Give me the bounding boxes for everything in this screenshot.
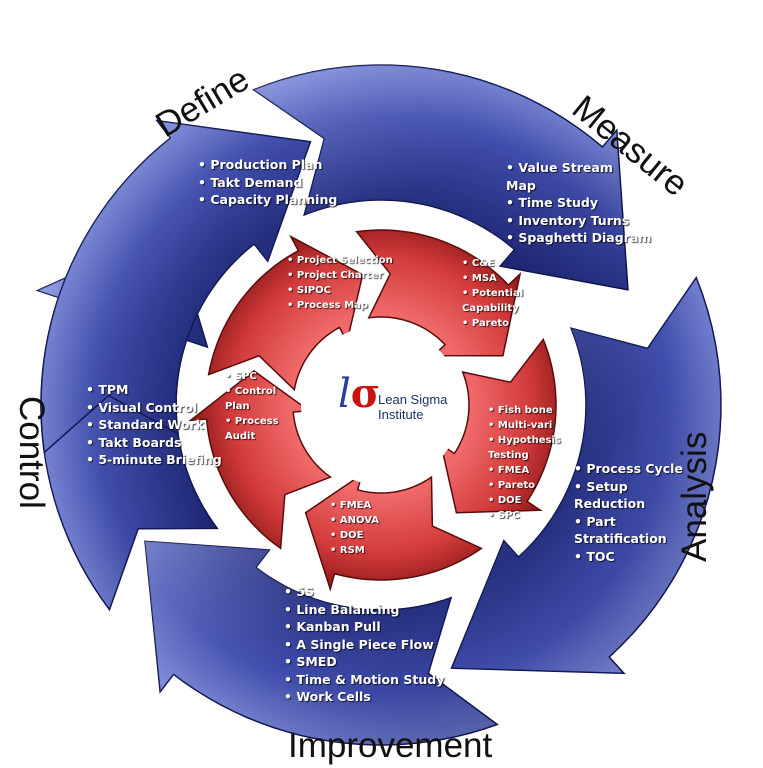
list-item: Capacity Planning: [198, 191, 337, 209]
list-item: SPC: [225, 369, 295, 384]
list-item: Time & Motion Study: [284, 671, 444, 689]
list-item: Hypothesis Testing: [488, 433, 570, 463]
analysis-list: Process Cycle Setup Reduction Part Strat…: [574, 460, 699, 565]
define-list: Production Plan Takt Demand Capacity Pla…: [198, 156, 337, 209]
list-item: 5-minute Briefing: [86, 451, 221, 469]
list-item: Value Stream Map: [506, 159, 616, 194]
center-disc: [301, 325, 461, 485]
list-item: Kanban Pull: [284, 618, 444, 636]
inner-define-list: Project Selection Project Charter SIPOC …: [287, 253, 393, 313]
list-item: MSA: [462, 271, 537, 286]
inner-analysis-list: Fish bone Multi-vari Hypothesis Testing …: [488, 403, 570, 523]
logo-text: Lean Sigma Institute: [378, 392, 447, 422]
control-title: Control: [12, 396, 51, 509]
control-list: TPM Visual Control Standard Work Takt Bo…: [86, 381, 222, 469]
list-item: Spaghetti Diagram: [506, 229, 656, 247]
list-item: ANOVA: [330, 513, 379, 528]
list-item: Standard Work: [86, 416, 222, 434]
list-item: TOC: [574, 548, 699, 566]
list-item: Fish bone: [488, 403, 570, 418]
list-item: Time Study: [506, 194, 656, 212]
list-item: Work Cells: [284, 688, 444, 706]
list-item: DOE: [330, 528, 379, 543]
list-item: A Single Piece Flow: [284, 636, 444, 654]
list-item: Visual Control: [86, 399, 222, 417]
list-item: FMEA: [488, 463, 570, 478]
list-item: Pareto: [488, 478, 570, 493]
list-item: Part Stratification: [574, 513, 684, 548]
logo-text-line-2: Institute: [378, 407, 424, 422]
list-item: SMED: [284, 653, 444, 671]
list-item: Line Balancing: [284, 601, 444, 619]
improvement-title: Improvement: [288, 726, 493, 765]
logo-sigma: σ: [350, 370, 381, 417]
inner-measure-list: C&E MSA Potential Capability Pareto: [462, 256, 537, 331]
list-item: C&E: [462, 256, 537, 271]
logo-text-line-1: Lean Sigma: [378, 392, 448, 407]
list-item: Project Selection: [287, 253, 393, 268]
list-item: Process Map: [287, 298, 393, 313]
list-item: Setup Reduction: [574, 478, 664, 513]
list-item: Pareto: [462, 316, 537, 331]
list-item: 5S: [284, 583, 444, 601]
list-item: SIPOC: [287, 283, 393, 298]
list-item: Takt Demand: [198, 174, 337, 192]
improvement-list: 5S Line Balancing Kanban Pull A Single P…: [284, 583, 444, 706]
list-item: Process Audit: [225, 414, 295, 444]
inner-control-list: SPC Control Plan Process Audit: [225, 369, 295, 444]
list-item: RSM: [330, 543, 379, 558]
inner-improvement-list: FMEA ANOVA DOE RSM: [330, 498, 379, 558]
logo-l: l: [338, 371, 351, 417]
list-item: DOE: [488, 493, 570, 508]
list-item: Multi-vari: [488, 418, 570, 433]
list-item: FMEA: [330, 498, 379, 513]
lean-sigma-logo-mark: lσ: [338, 370, 381, 417]
list-item: Project Charter: [287, 268, 393, 283]
list-item: Control Plan: [225, 384, 295, 414]
list-item: Potential Capability: [462, 286, 537, 316]
measure-list: Value Stream Map Time Study Inventory Tu…: [506, 159, 656, 247]
list-item: SPC: [488, 508, 570, 523]
list-item: Production Plan: [198, 156, 337, 174]
list-item: Inventory Turns: [506, 212, 656, 230]
list-item: Takt Boards: [86, 434, 222, 452]
list-item: TPM: [86, 381, 222, 399]
list-item: Process Cycle: [574, 460, 699, 478]
